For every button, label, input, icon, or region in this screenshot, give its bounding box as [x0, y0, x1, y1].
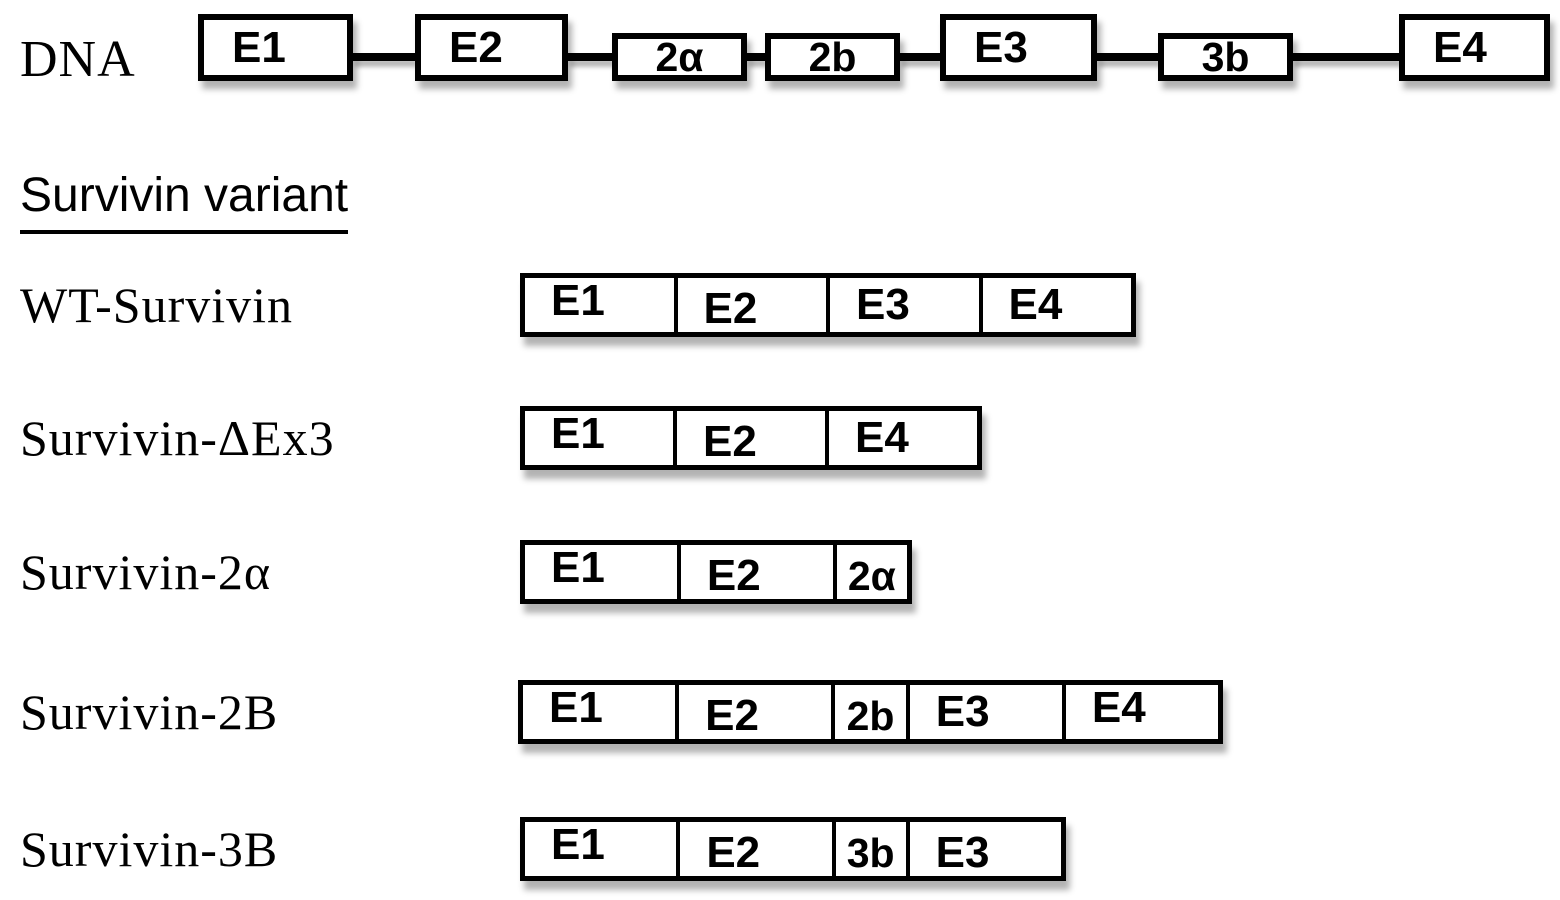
- exon-label: E3: [935, 687, 990, 736]
- exon-cell: 3b: [836, 822, 910, 876]
- exon-label: E1: [232, 22, 286, 72]
- dna-exon-box-e2: E2: [415, 14, 568, 81]
- dna-exon-box-2b: 2b: [765, 33, 900, 81]
- variant-name-survivin-3b: Survivin-3B: [20, 821, 279, 877]
- exon-label: E4: [855, 413, 909, 462]
- exon-label: 2b: [846, 692, 895, 739]
- variants-section-header: Survivin variant: [20, 168, 349, 234]
- exon-label: 2α: [655, 33, 704, 80]
- exon-label: E1: [549, 683, 603, 732]
- exon-cell: E4: [983, 278, 1132, 332]
- dna-exon-box-e1: E1: [198, 14, 353, 81]
- exon-cell: E3: [830, 278, 983, 332]
- exon-cell: E2: [678, 278, 830, 333]
- exon-label: E1: [551, 820, 605, 869]
- exon-label: 3b: [846, 829, 895, 876]
- exon-label: E2: [703, 417, 757, 466]
- exon-label: E4: [1433, 22, 1487, 72]
- exon-label: E3: [974, 22, 1028, 72]
- exon-label: 2α: [847, 552, 896, 599]
- exon-cell: E3: [910, 685, 1066, 739]
- exon-cell: E1: [523, 683, 680, 739]
- exon-label: E3: [935, 828, 990, 877]
- dna-track-label: DNA: [20, 31, 136, 88]
- variant-row-survivin-delta-ex3: E1 E2 E4: [520, 406, 982, 470]
- intron-connector-line: [1293, 53, 1399, 61]
- exon-label: E3: [856, 280, 910, 329]
- exon-cell: E4: [829, 411, 977, 465]
- dna-exon-box-2a: 2α: [612, 33, 747, 81]
- exon-cell: E1: [525, 411, 677, 465]
- dna-exon-box-3b: 3b: [1158, 33, 1293, 81]
- exon-cell: E3: [910, 822, 1061, 876]
- exon-cell: 2b: [835, 685, 910, 739]
- exon-label: 2b: [808, 33, 857, 80]
- intron-connector-line: [353, 53, 415, 61]
- variant-name-survivin-2b: Survivin-2B: [20, 684, 279, 740]
- exon-label: E2: [449, 22, 503, 72]
- exon-label: E1: [551, 276, 605, 325]
- variant-name-survivin-2alpha: Survivin-2α: [20, 544, 272, 600]
- intron-connector-line: [747, 53, 765, 61]
- exon-cell: E1: [525, 545, 681, 599]
- exon-label: E4: [1091, 683, 1146, 732]
- variant-row-survivin-2b: E1 E2 2b E3 E4: [518, 680, 1223, 744]
- exon-cell: E2: [681, 545, 837, 599]
- variant-row-survivin-2alpha: E1 E2 2α: [520, 540, 912, 604]
- exon-label: E2: [705, 691, 759, 740]
- exon-cell: E2: [677, 411, 829, 465]
- intron-connector-line: [900, 53, 940, 61]
- variant-name-wt-survivin: WT-Survivin: [20, 277, 294, 333]
- exon-cell: E1: [525, 278, 678, 332]
- exon-cell: E4: [1066, 685, 1218, 739]
- intron-connector-line: [1097, 53, 1158, 61]
- dna-exon-box-e4: E4: [1399, 14, 1550, 81]
- exon-label: E4: [1008, 280, 1063, 329]
- variant-row-survivin-3b: E1 E2 3b E3: [520, 817, 1066, 881]
- exon-cell: E1: [525, 820, 681, 876]
- exon-label: 3b: [1201, 33, 1250, 80]
- intron-connector-line: [568, 53, 612, 61]
- dna-exon-box-e3: E3: [940, 14, 1097, 81]
- exon-label: E2: [706, 828, 761, 877]
- exon-label: E1: [551, 543, 605, 592]
- exon-cell: 2α: [837, 545, 907, 599]
- exon-cell: E2: [680, 822, 836, 877]
- exon-label: E2: [703, 284, 758, 333]
- variant-name-survivin-delta-ex3: Survivin-ΔEx3: [20, 410, 335, 466]
- exon-label: E2: [706, 551, 761, 600]
- variant-row-wt-survivin: E1 E2 E3 E4: [520, 273, 1136, 337]
- exon-cell: E2: [679, 685, 836, 740]
- exon-label: E1: [551, 409, 605, 458]
